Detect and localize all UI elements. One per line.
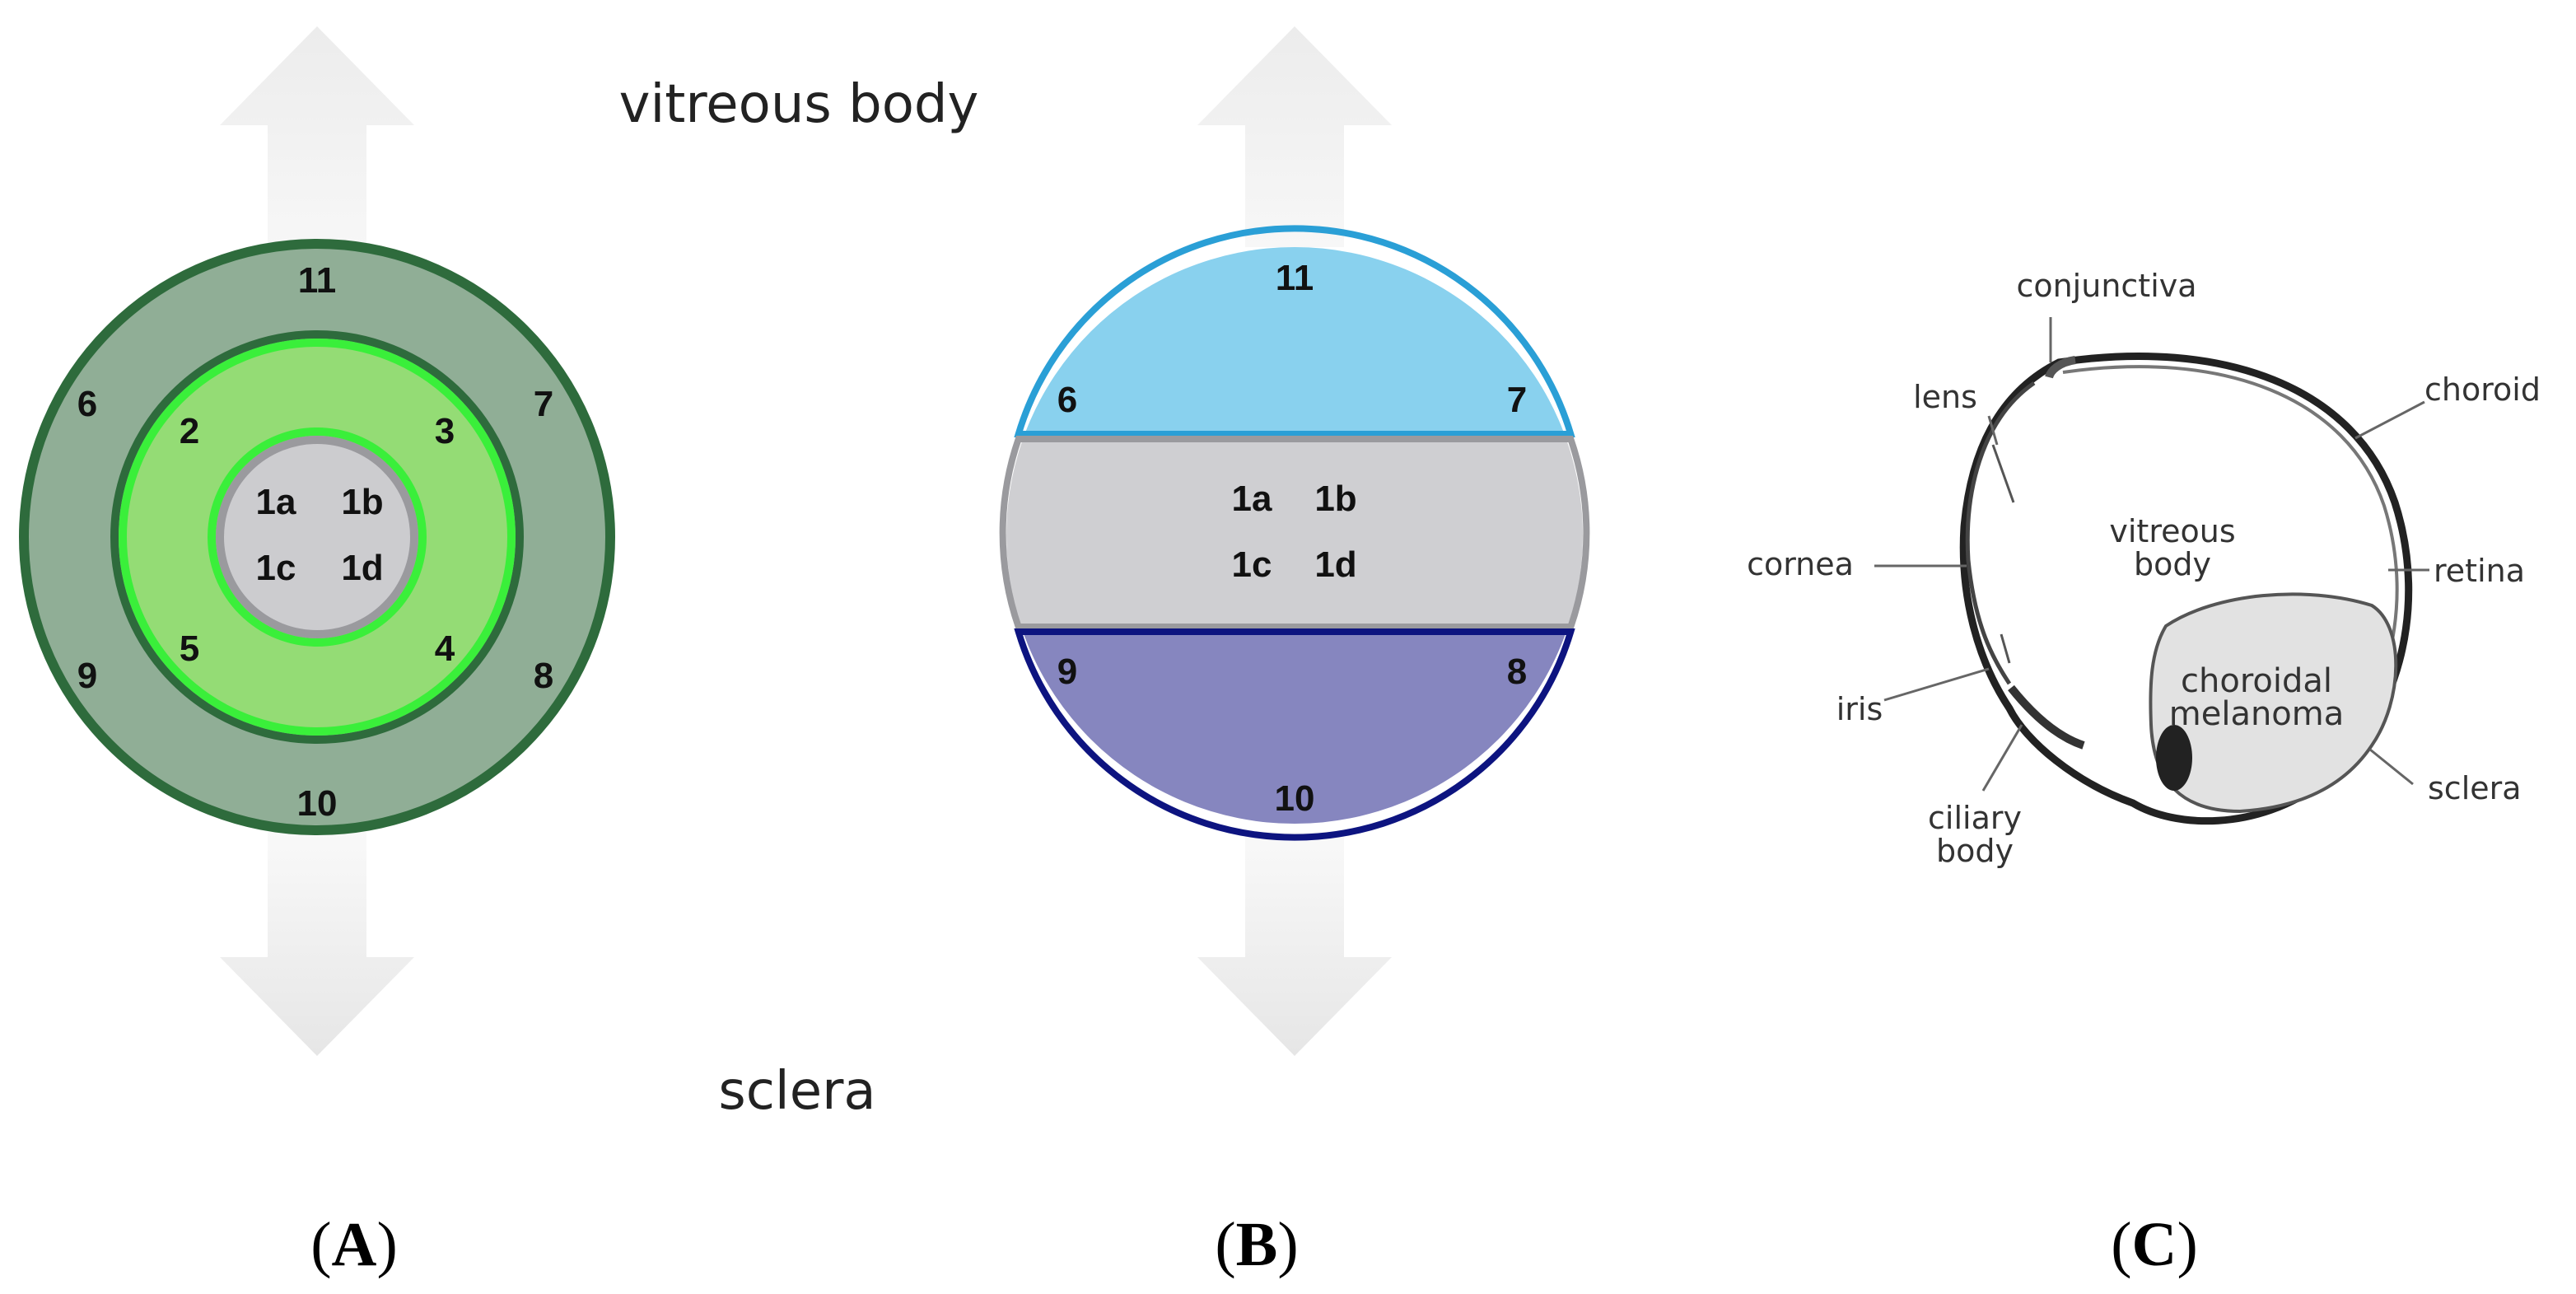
panel-b-caption: (B) — [1215, 1210, 1298, 1279]
arrow-up-a — [220, 26, 414, 247]
core-outline-a — [208, 427, 427, 647]
region-6-b: 6 — [1057, 380, 1077, 420]
region-10-a: 10 — [297, 783, 338, 824]
arrow-down-a — [220, 832, 414, 1056]
choroidal-melanoma-label-line2: melanoma — [2169, 695, 2345, 733]
band-bottom-outline-b — [1014, 628, 1575, 841]
region-9-b: 9 — [1057, 652, 1077, 692]
region-10-b: 10 — [1275, 778, 1315, 819]
ciliary-body-label-line2: body — [1936, 833, 2014, 869]
region-2-a: 2 — [180, 411, 199, 451]
conjunctiva-label: conjunctiva — [2016, 268, 2196, 304]
middle-ring-outline-a — [110, 330, 524, 744]
region-1d-a: 1d — [341, 548, 383, 588]
choroidal-melanoma-label-line1: choroidal — [2181, 662, 2332, 700]
vitreous-body-label: vitreous body — [619, 74, 979, 135]
region-1c-a: 1c — [256, 548, 296, 588]
region-6-a: 6 — [77, 384, 97, 424]
panel-c: conjunctiva lens choroid vitreous body c… — [1747, 268, 2541, 1279]
region-5-a: 5 — [180, 628, 199, 669]
region-1d-b: 1d — [1314, 544, 1356, 585]
region-3-a: 3 — [435, 411, 455, 451]
choroid-label: choroid — [2424, 371, 2541, 408]
ciliary-body-label-line1: ciliary — [1928, 800, 2022, 836]
region-1c-b: 1c — [1232, 544, 1272, 585]
panel-c-caption: (C) — [2111, 1210, 2198, 1279]
sclera-label: sclera — [718, 1061, 875, 1122]
vitreous-label-line2: body — [2134, 546, 2211, 582]
region-1b-b: 1b — [1314, 479, 1356, 519]
region-7-a: 7 — [534, 384, 553, 424]
eye-cross-section-illustration — [1959, 352, 2413, 825]
band-top-outline-b — [1014, 225, 1575, 437]
panel-b: 11 6 7 1a 1b 1c 1d 9 8 10 (B) — [999, 26, 1590, 1279]
iris-label: iris — [1836, 691, 1883, 727]
leader-lines — [1874, 317, 2429, 792]
region-1b-a: 1b — [341, 482, 383, 522]
band-middle-outline-b — [999, 436, 1590, 630]
region-11-b: 11 — [1276, 258, 1314, 298]
core-a — [216, 436, 418, 638]
panel-a: 11 6 7 2 3 1a 1b 1c 1d 5 4 9 8 10 (A) — [19, 26, 615, 1279]
panel-a-caption: (A) — [310, 1210, 398, 1279]
band-middle-b — [1006, 434, 1583, 632]
sclera-label-eye: sclera — [2428, 770, 2522, 806]
region-11-a: 11 — [298, 260, 337, 301]
region-1a-b: 1a — [1232, 479, 1272, 519]
arrow-up-b — [1197, 26, 1392, 247]
region-9-a: 9 — [77, 656, 97, 696]
region-7-b: 7 — [1507, 380, 1527, 420]
retina-label: retina — [2434, 553, 2525, 589]
arrow-down-b — [1197, 832, 1392, 1056]
cornea-label: cornea — [1747, 546, 1854, 582]
region-8-b: 8 — [1507, 652, 1527, 692]
lens-label: lens — [1913, 379, 1977, 415]
region-1a-a: 1a — [256, 482, 296, 522]
region-8-a: 8 — [534, 656, 553, 696]
vitreous-label-line1: vitreous — [2109, 513, 2235, 549]
region-4-a: 4 — [435, 628, 455, 669]
